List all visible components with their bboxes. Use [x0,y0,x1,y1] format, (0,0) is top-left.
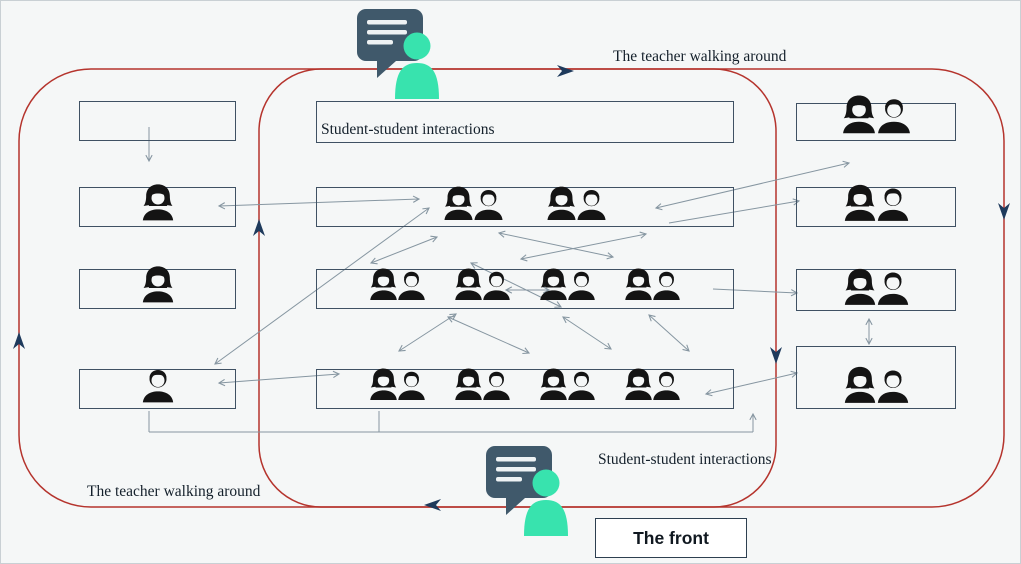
student-icon [479,261,514,307]
desk-center-2 [316,187,734,227]
desk-left-2 [79,187,236,227]
teacher-icon-bottom [486,446,568,536]
direction-arrow [424,499,441,511]
student-icon [573,181,610,225]
label-teacher-walking-bottom: The teacher walking around [87,483,261,500]
student-cluster [451,261,514,308]
desk-center-4 [316,369,734,409]
desk-right-4 [796,346,956,409]
interaction-arrow [497,230,615,260]
direction-arrow [557,65,574,77]
desk-center-3 [316,269,734,309]
desk-left-1 [79,101,236,141]
student-icon [564,361,599,407]
direction-arrows [13,65,1010,511]
label-interactions-bottom: Student-student interactions [598,451,772,468]
desk-right-1 [796,103,956,141]
student-cluster [838,89,915,140]
front-box: The front [595,518,747,558]
teacher-person-icon [395,32,439,99]
interaction-arrow [519,231,648,262]
interaction-arrow [648,314,690,352]
direction-arrow [998,203,1010,220]
interaction-arrow [562,316,612,350]
interaction-arrow [654,160,851,211]
desk-left-3 [79,269,236,309]
student-icon [873,264,913,309]
student-cluster [536,261,599,308]
interaction-arrow [398,313,457,352]
student-icon [138,261,178,307]
front-label: The front [633,527,709,548]
interaction-arrow [217,195,421,210]
student-cluster [138,179,178,226]
interaction-arrow [369,235,439,265]
student-cluster [840,362,913,408]
student-cluster [621,361,684,408]
direction-arrow [770,347,782,364]
interaction-lines [145,127,873,433]
student-icon [138,361,178,407]
student-icon [564,261,599,307]
desk-center-1: Student-student interactions [316,101,734,143]
student-icon [649,261,684,307]
student-icon [649,361,684,407]
label-teacher-walking-top: The teacher walking around [613,48,787,65]
student-cluster [366,261,429,308]
student-icon [873,362,913,407]
student-icon [470,181,507,225]
interaction-arrow [214,207,430,365]
student-cluster [621,261,684,308]
student-icon [394,261,429,307]
student-cluster [451,361,514,408]
label-interactions-top: Student-student interactions [321,121,495,138]
student-icon [394,361,429,407]
student-icon [873,89,915,139]
student-cluster [840,264,913,310]
desk-right-3 [796,269,956,311]
interaction-arrow [446,315,531,355]
teacher-icon-top [357,9,439,99]
student-icon [479,361,514,407]
student-cluster [366,361,429,408]
desk-right-2 [796,187,956,227]
direction-arrow [13,332,25,349]
student-icon [138,179,178,225]
student-cluster [840,180,913,226]
student-cluster [138,361,178,408]
interaction-arrow [668,198,801,224]
student-icon [873,180,913,225]
desk-left-4 [79,369,236,409]
direction-arrow [253,219,265,236]
student-cluster [138,261,178,308]
student-cluster [440,181,507,226]
student-cluster [543,181,610,226]
teacher-person-icon [524,469,568,536]
interaction-arrow [712,288,799,297]
student-cluster [536,361,599,408]
interaction-arrow [704,370,799,397]
interaction-arrow [217,370,341,387]
